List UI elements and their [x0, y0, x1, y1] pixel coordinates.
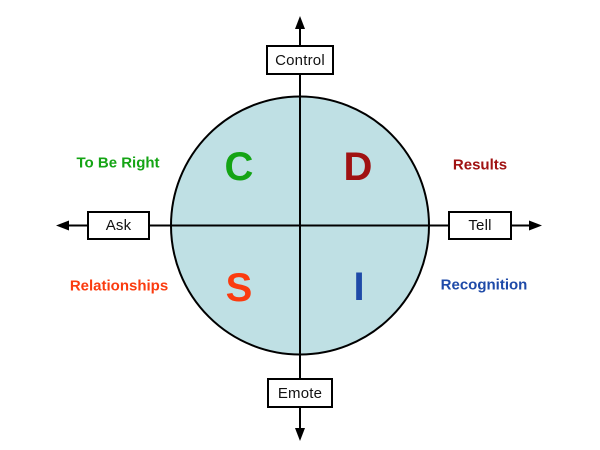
axis-box-emote: Emote: [267, 378, 333, 408]
axis-label-ask: Ask: [105, 217, 132, 234]
outer-label-to-be-right: To Be Right: [76, 154, 160, 172]
outer-label-relationships: Relationships: [69, 277, 169, 295]
axis-label-tell: Tell: [468, 217, 492, 234]
arrow-right-icon: [529, 220, 542, 231]
axis-label-emote: Emote: [277, 384, 323, 402]
quadrant-letter-d: D: [343, 145, 373, 189]
quadrant-letter-s: S: [225, 266, 253, 310]
quadrant-letter-c: C: [224, 145, 254, 189]
outer-label-recognition: Recognition: [440, 276, 528, 294]
quadrant-letter-i: I: [353, 265, 365, 309]
axis-box-tell: Tell: [448, 211, 512, 240]
arrow-left-icon: [56, 220, 69, 231]
axis-box-ask: Ask: [87, 211, 150, 240]
outer-label-results: Results: [452, 156, 508, 174]
axis-label-control: Control: [275, 51, 325, 69]
arrow-up-icon: [295, 16, 305, 29]
axis-box-control: Control: [266, 45, 334, 75]
arrow-down-icon: [295, 428, 305, 441]
